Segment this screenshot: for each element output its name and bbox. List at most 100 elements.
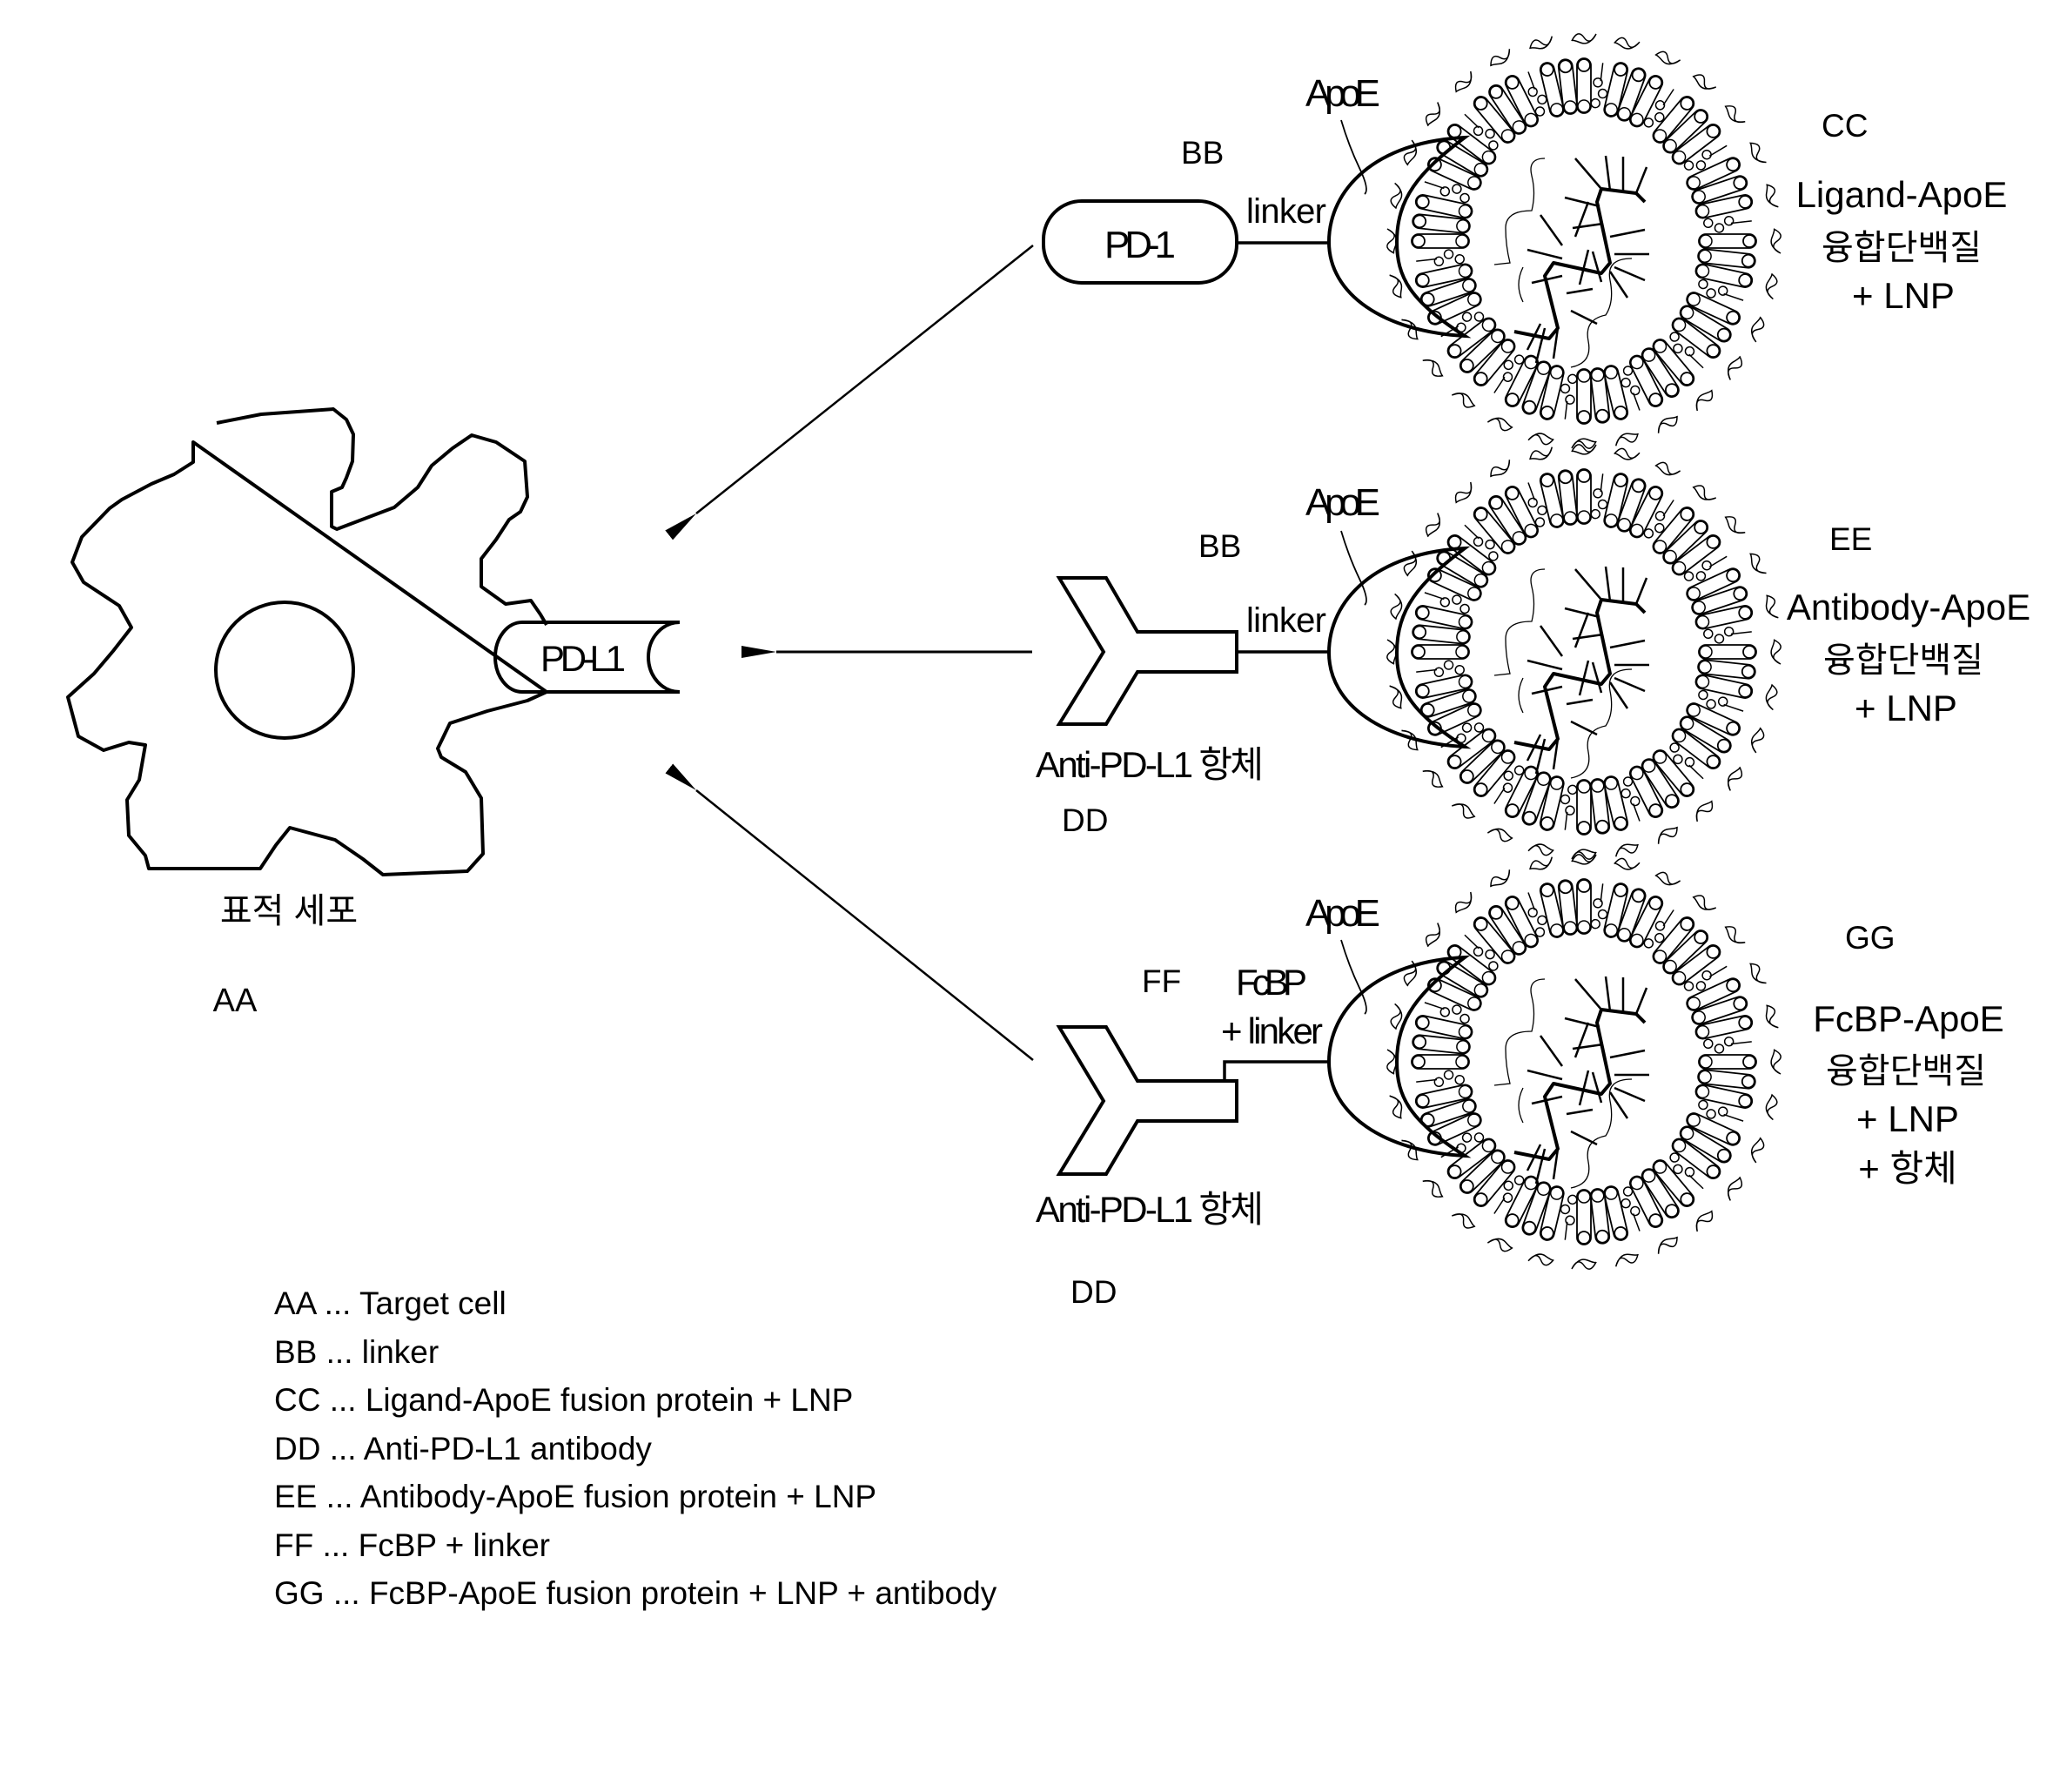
construct-gg: FFFcBP+ linkerAnti-PD-L1 항체DDApoEGGFcBP-… (1036, 855, 2004, 1310)
peg-chain (1423, 1176, 1446, 1201)
lipid-molecule (1412, 1055, 1469, 1069)
mrna-strand (1519, 1088, 1523, 1123)
peg-chain (1691, 799, 1716, 822)
apoe-crescent (1329, 120, 1465, 336)
construct-title-line: Ligand-ApoE (1796, 174, 2008, 215)
lipid-molecule (1412, 645, 1469, 659)
cholesterol-molecule (1642, 85, 1680, 132)
peg-chain (1748, 140, 1767, 166)
lipid-molecule (1558, 58, 1578, 114)
lipid-molecule (1590, 778, 1610, 834)
fcbp-label: FcBP (1236, 962, 1307, 1003)
peg-chain (1614, 37, 1640, 51)
lipid-molecule (1685, 567, 1742, 603)
pd-1-label: PD-1 (1104, 224, 1176, 266)
peg-chain (1764, 273, 1779, 299)
mrna-strand (1519, 267, 1523, 302)
legend-item: EE ... Antibody-ApoE fusion protein + LN… (274, 1473, 996, 1521)
peg-chain (1764, 183, 1779, 209)
linker-label: linker (1246, 601, 1326, 640)
peg-chain (1390, 1094, 1405, 1120)
arrow-from-cc (696, 245, 1033, 513)
lipid-molecule (1699, 1055, 1756, 1069)
peg-chain (1748, 551, 1767, 577)
apoe-crescent (1329, 940, 1465, 1156)
linker-code: BB (1181, 135, 1224, 171)
construct-ee: linkerBBAnti-PD-L1 항체DDApoEEEAntibody-Ap… (1036, 445, 2030, 859)
peg-chain (1423, 513, 1446, 538)
peg-chain (1723, 923, 1746, 948)
lipid-molecule (1627, 1174, 1665, 1230)
peg-chain (1723, 102, 1746, 127)
lnp-core (1514, 156, 1649, 363)
antibody-label: Anti-PD-L1 항체 (1036, 744, 1264, 785)
lipid-molecule (1694, 193, 1754, 219)
mrna-strand (1494, 569, 1545, 675)
arrows (696, 245, 1033, 1060)
linker-label: linker (1246, 192, 1326, 231)
peg-chain (1487, 413, 1513, 433)
legend-item: AA ... Target cell (274, 1279, 996, 1328)
peg-chain (1452, 71, 1477, 94)
peg-chain (1487, 869, 1513, 889)
peg-chain (1614, 857, 1640, 872)
fcbp-linker-label: + linker (1221, 1010, 1323, 1051)
cholesterol-molecule (1557, 784, 1577, 831)
apoe-label: ApoE (1305, 481, 1380, 524)
lipid-molecule (1577, 58, 1591, 113)
apoe-crescent (1329, 531, 1465, 747)
cholesterol-molecule (1591, 62, 1611, 109)
peg-chain (1528, 431, 1554, 446)
peg-chain (1723, 355, 1746, 380)
peg-chain (1748, 727, 1767, 753)
peg-chain (1614, 447, 1640, 462)
peg-chain (1771, 229, 1781, 253)
peg-chain (1572, 34, 1596, 44)
peg-chain (1528, 447, 1554, 462)
peg-chain (1614, 842, 1640, 856)
lipid-molecule (1694, 604, 1754, 630)
construct-title-line: + LNP (1852, 275, 1955, 316)
construct-title-line: + 항체 (1858, 1148, 1956, 1189)
construct-title-line: Antibody-ApoE (1787, 587, 2030, 628)
peg-chain (1723, 1176, 1746, 1201)
lipid-molecule (1503, 894, 1540, 950)
linker-code: FF (1142, 963, 1181, 999)
lipid-molecule (1426, 701, 1483, 737)
legend-item: DD ... Anti-PD-L1 antibody (274, 1425, 996, 1473)
lipid-molecule (1627, 764, 1665, 820)
lipid-molecule (1590, 1188, 1610, 1244)
peg-chain (1691, 892, 1716, 915)
peg-chain (1423, 923, 1446, 948)
peg-chain (1654, 1234, 1681, 1253)
lnp-particle (1387, 445, 1781, 859)
legend-item: GG ... FcBP-ApoE fusion protein + LNP + … (274, 1569, 996, 1618)
construct-code: EE (1829, 521, 1872, 557)
lipid-molecule (1503, 73, 1540, 129)
lnp-particle (1387, 855, 1781, 1269)
lipid-molecule (1685, 156, 1742, 192)
peg-chain (1723, 766, 1746, 791)
peg-chain (1528, 1252, 1554, 1266)
peg-chain (1487, 460, 1513, 479)
peg-chain (1771, 640, 1781, 664)
construct-cc: PD-1linkerBBApoECCLigand-ApoE융합단백질+ LNP (1043, 34, 2007, 448)
peg-chain (1654, 49, 1681, 68)
cholesterol-molecule (1591, 883, 1611, 930)
antibody-code: DD (1070, 1274, 1117, 1310)
peg-chain (1764, 1003, 1779, 1030)
lipid-molecule (1577, 1190, 1591, 1245)
construct-title-line: 융합단백질 (1823, 641, 1983, 680)
peg-chain (1487, 824, 1513, 843)
cholesterol-molecule (1642, 906, 1680, 953)
antibody-code: DD (1062, 802, 1108, 838)
peg-chain (1614, 1252, 1640, 1266)
peg-chain (1423, 102, 1446, 127)
target-cell-code: AA (213, 983, 258, 1019)
fcbp-linker-line (1225, 1062, 1329, 1081)
lipid-molecule (1577, 879, 1591, 934)
peg-chain (1452, 892, 1477, 915)
peg-chain (1654, 869, 1681, 889)
lipid-molecule (1412, 234, 1469, 248)
peg-chain (1764, 1094, 1779, 1120)
